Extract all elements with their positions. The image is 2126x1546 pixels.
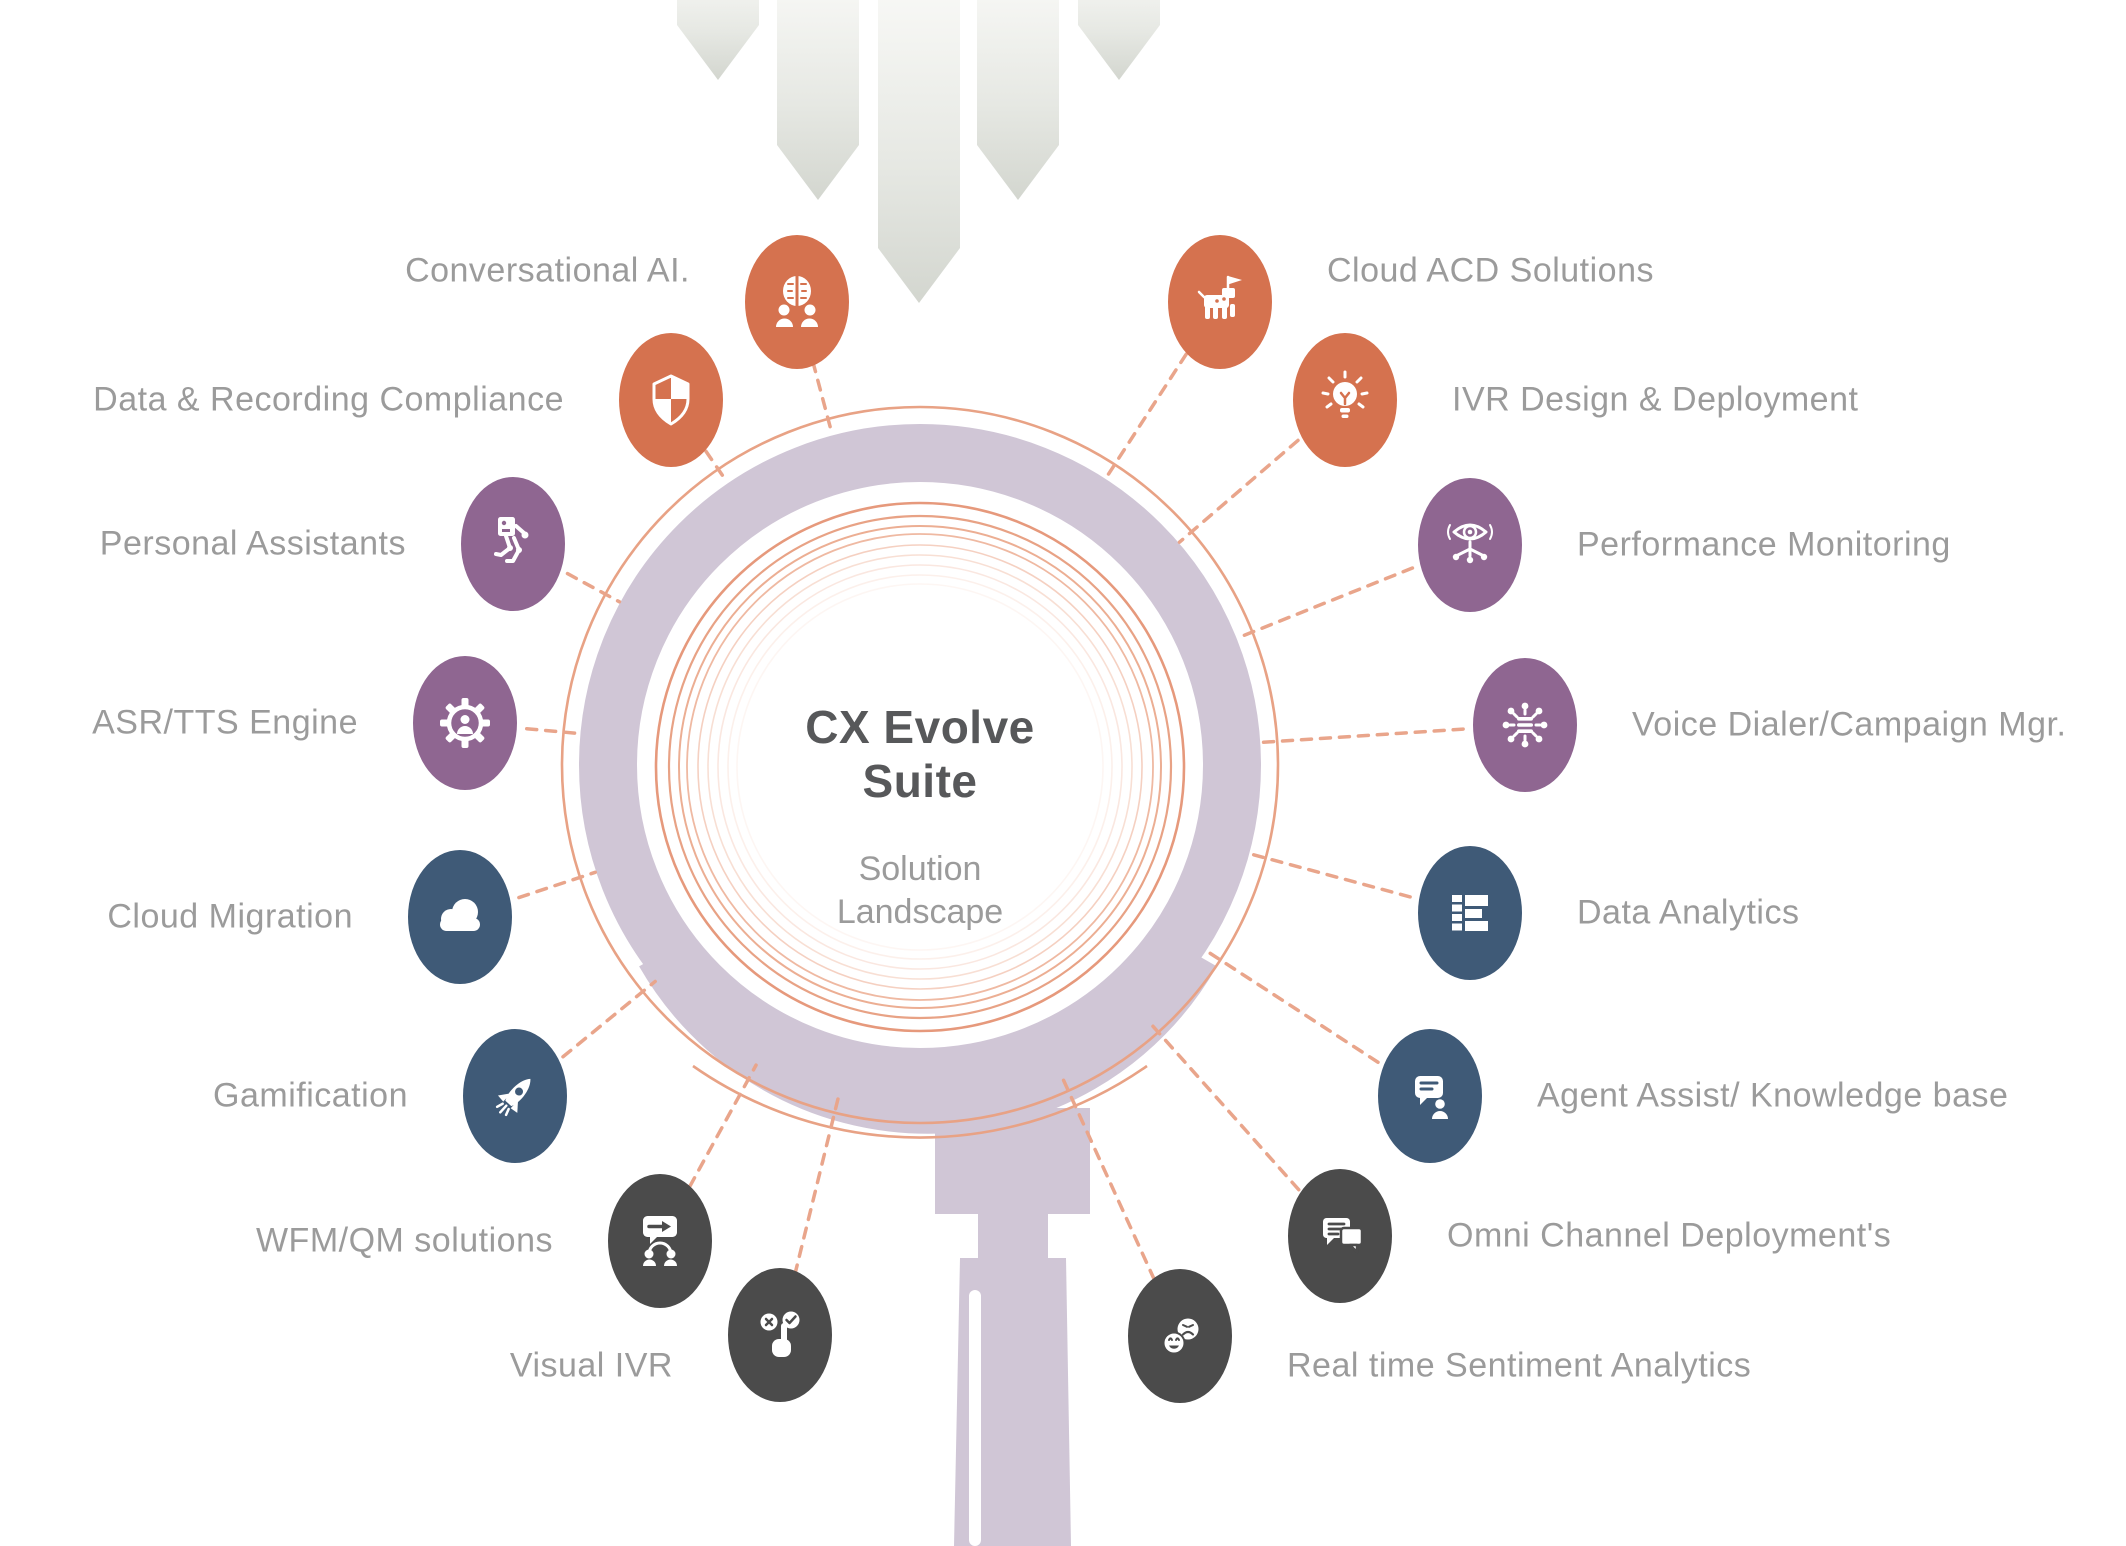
label-personal-assistants: Personal Assistants (99, 524, 406, 563)
dashed-connector (561, 979, 657, 1059)
node-asr-tts-engine (413, 656, 517, 790)
label-omni-channel-deployments: Omni Channel Deployment's (1447, 1216, 1892, 1255)
node-omni-channel-deployments (1288, 1169, 1392, 1303)
label-visual-ivr: Visual IVR (509, 1346, 673, 1385)
dashed-connector (1059, 1074, 1157, 1282)
gear-voice-icon (440, 698, 490, 748)
shield-icon (652, 374, 690, 426)
node-real-time-sentiment-analytics (1128, 1269, 1232, 1403)
chat-person-icon (1415, 1076, 1448, 1119)
node-cloud-acd-solutions (1168, 235, 1272, 369)
label-gamification: Gamification (213, 1076, 408, 1115)
dashed-connector (793, 1095, 841, 1277)
suite-title: CX Evolve Suite (805, 701, 1035, 807)
magnifier-rings (560, 405, 1280, 1139)
brain-people-icon (776, 274, 818, 327)
down-arrow-icon (1078, 0, 1160, 80)
node-agent-assist-knowledge-base (1378, 1029, 1482, 1163)
down-arrow-icon (777, 0, 859, 200)
chat-workflow-icon (643, 1216, 677, 1266)
node-data-recording-compliance (619, 333, 723, 467)
dashed-connector (1205, 949, 1380, 1064)
dashed-connector (1145, 1018, 1301, 1192)
rocket-icon (495, 1078, 531, 1117)
dashed-connector (565, 571, 622, 604)
hub-icon (1502, 702, 1548, 748)
node-visual-ivr (728, 1268, 832, 1402)
label-voice-dialer-campaign-mgr: Voice Dialer/Campaign Mgr. (1632, 705, 2067, 744)
node-voice-dialer-campaign-mgr (1473, 658, 1577, 792)
dashed-connector (517, 870, 598, 900)
label-real-time-sentiment-analytics: Real time Sentiment Analytics (1287, 1346, 1752, 1385)
label-wfm-qm-solutions: WFM/QM solutions (255, 1221, 553, 1260)
robot-icon (494, 517, 529, 563)
node-ivr-design-deployment (1293, 333, 1397, 467)
chat-bubbles-icon (1323, 1218, 1364, 1254)
eye-network-icon (1447, 523, 1493, 564)
down-arrow-icon (878, 0, 960, 303)
dashed-connector (704, 449, 730, 485)
down-arrow-icon (977, 0, 1059, 200)
label-cloud-acd-solutions: Cloud ACD Solutions (1327, 251, 1655, 290)
dashed-connector (1177, 438, 1300, 544)
dashed-connector (1235, 566, 1415, 640)
node-data-analytics (1418, 846, 1522, 980)
label-data-analytics: Data Analytics (1577, 893, 1800, 932)
connector-lines (517, 352, 1465, 1282)
label-cloud-migration: Cloud Migration (107, 897, 353, 936)
down-arrow-icon (677, 0, 759, 80)
dashed-connector (524, 726, 582, 736)
node-wfm-qm-solutions (608, 1174, 712, 1308)
suite-subtitle: Solution Landscape (836, 850, 1004, 931)
node-performance-monitoring (1418, 478, 1522, 612)
emoji-faces-icon (1162, 1318, 1199, 1355)
dashed-connector (687, 1063, 758, 1189)
cloud-icon (440, 899, 480, 931)
dashed-connector (1259, 727, 1465, 745)
dashed-connector (1248, 852, 1412, 899)
node-personal-assistants (461, 477, 565, 611)
label-ivr-design-deployment: IVR Design & Deployment (1452, 380, 1859, 419)
touch-select-icon (760, 1311, 800, 1357)
node-conversational-ai (745, 235, 849, 369)
bulb-icon (1321, 370, 1369, 418)
label-conversational-ai: Conversational AI. (405, 251, 690, 290)
label-performance-monitoring: Performance Monitoring (1577, 525, 1951, 564)
label-agent-assist-knowledge-base: Agent Assist/ Knowledge base (1537, 1076, 2009, 1115)
label-asr-tts-engine: ASR/TTS Engine (92, 703, 358, 742)
rows-icon (1452, 895, 1488, 931)
robot-dog-icon (1197, 275, 1242, 319)
top-arrows (677, 0, 1160, 303)
dashed-connector (1104, 352, 1189, 480)
dashed-connector (811, 360, 834, 437)
label-data-recording-compliance: Data & Recording Compliance (93, 380, 564, 419)
magnifier-handle (935, 1108, 1090, 1546)
handle-highlight (969, 1290, 981, 1546)
node-gamification (463, 1029, 567, 1163)
node-cloud-migration (408, 850, 512, 984)
